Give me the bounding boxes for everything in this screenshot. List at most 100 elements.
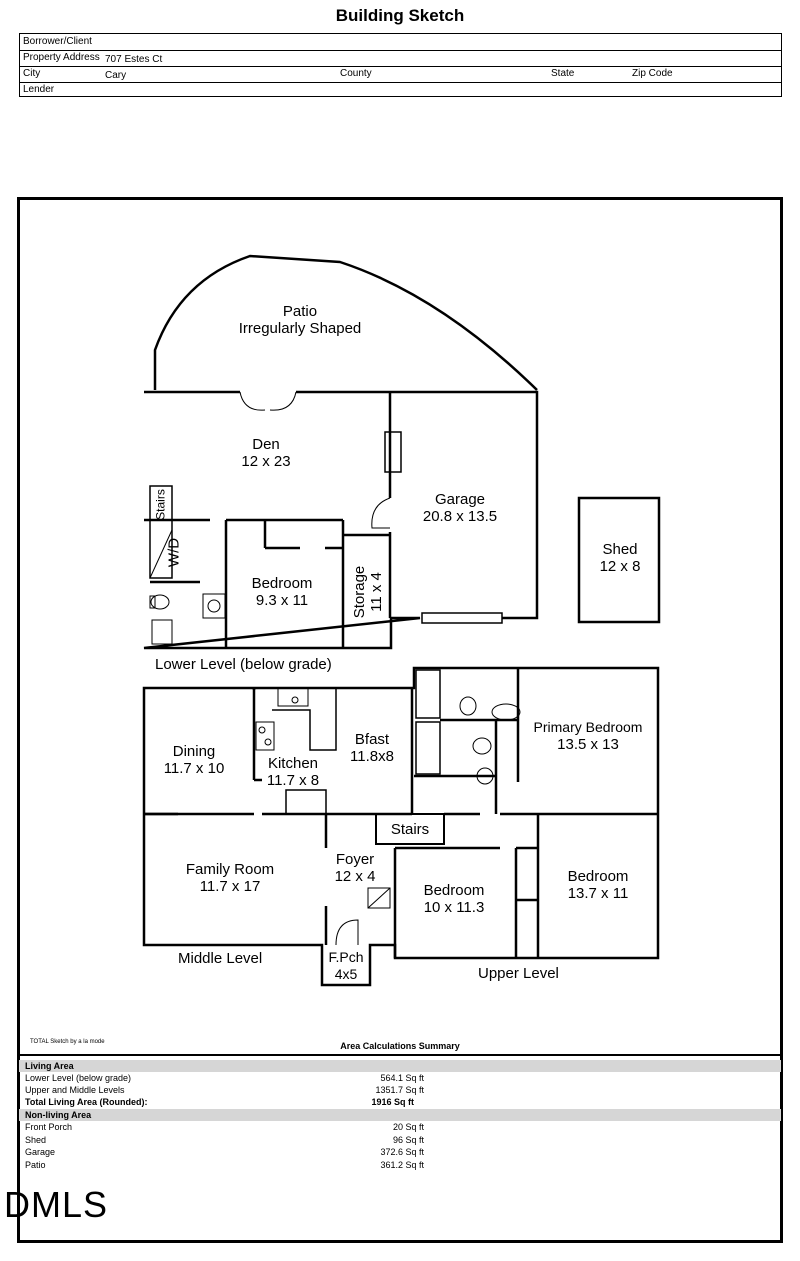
garage-dim: 20.8 x 13.5 bbox=[422, 508, 498, 525]
nonliving-heading: Non-living Area bbox=[25, 1110, 92, 1120]
patio-area-label: Patio bbox=[25, 1160, 46, 1170]
summary-row: Shed 96 Sq ft bbox=[19, 1134, 781, 1146]
den-door-arc bbox=[239, 391, 297, 411]
lower-label: Lower Level (below grade) bbox=[25, 1073, 132, 1083]
fireplace-rect bbox=[384, 431, 402, 473]
header-row-address: Property Address 707 Estes Ct bbox=[20, 50, 781, 67]
sketch-frame bbox=[17, 197, 783, 1243]
footer-note: TOTAL Sketch by a la mode bbox=[30, 1039, 105, 1045]
header-table: Borrower/Client Property Address 707 Est… bbox=[19, 33, 782, 97]
bedroom-mid-label: Bedroom 10 x 11.3 bbox=[402, 882, 506, 916]
foyer-dim: 12 x 4 bbox=[334, 868, 376, 885]
summary-row: Front Porch 20 Sq ft bbox=[19, 1121, 781, 1133]
bedroom-right-label: Bedroom 13.7 x 11 bbox=[546, 868, 650, 902]
garage-label: Garage 20.8 x 13.5 bbox=[405, 491, 515, 525]
garage-area-label: Garage bbox=[25, 1147, 56, 1157]
page-title: Building Sketch bbox=[335, 6, 465, 25]
state-label: State bbox=[551, 68, 575, 79]
city-label: City bbox=[23, 68, 41, 79]
kitchen-dim: 11.7 x 8 bbox=[266, 772, 320, 789]
dmls-watermark-logo: DMLS bbox=[4, 1184, 109, 1225]
header-row-borrower: Borrower/Client bbox=[20, 34, 781, 51]
den-label: Den 12 x 23 bbox=[216, 436, 316, 470]
patio-name: Patio bbox=[282, 303, 318, 320]
family-room-dim: 11.7 x 17 bbox=[199, 878, 261, 895]
bfast-dim: 11.8x8 bbox=[350, 748, 394, 765]
garage-door-rect bbox=[421, 612, 503, 624]
porch-name: F.Pch bbox=[328, 949, 364, 965]
primary-bedroom-dim: 13.5 x 13 bbox=[557, 736, 619, 753]
lower-level-wall bbox=[143, 390, 539, 650]
total-label: Total Living Area (Rounded): bbox=[25, 1097, 148, 1107]
stairs-lower-label: Stairs bbox=[153, 489, 168, 520]
county-label: County bbox=[340, 68, 372, 79]
garage-name: Garage bbox=[434, 491, 486, 508]
bedroom-right-dim: 13.7 x 11 bbox=[567, 885, 629, 902]
shed-dim: 12 x 8 bbox=[599, 558, 641, 575]
nonliving-heading-row: Non-living Area bbox=[19, 1109, 781, 1121]
stairs-upper-label: Stairs bbox=[390, 821, 430, 838]
foyer-name: Foyer bbox=[335, 851, 375, 868]
upper-level-label: Upper Level bbox=[478, 965, 559, 982]
family-room-name: Family Room bbox=[185, 861, 275, 878]
patio-area-value: 361.2 Sq ft bbox=[380, 1160, 424, 1170]
porch-area-label: Front Porch bbox=[25, 1122, 73, 1132]
middle-level-label: Middle Level bbox=[178, 950, 263, 967]
lender-label: Lender bbox=[23, 84, 55, 95]
bedroom-mid-name: Bedroom bbox=[423, 882, 485, 899]
upper-label: Upper and Middle Levels bbox=[25, 1085, 125, 1095]
lower-value: 564.1 Sq ft bbox=[380, 1073, 424, 1083]
wd-label: W/D bbox=[165, 537, 183, 568]
family-room-label: Family Room 11.7 x 17 bbox=[170, 861, 290, 895]
den-name: Den bbox=[252, 436, 280, 453]
living-heading-row: Living Area bbox=[19, 1060, 781, 1072]
kitchen-name: Kitchen bbox=[267, 755, 319, 772]
patio-outline bbox=[153, 254, 538, 391]
living-heading: Living Area bbox=[25, 1061, 74, 1071]
shed-label: Shed 12 x 8 bbox=[580, 541, 660, 575]
stairs-upper-box bbox=[375, 813, 445, 845]
header-row-lender: Lender bbox=[20, 82, 781, 98]
area-summary: Living Area Lower Level (below grade) 56… bbox=[19, 1054, 781, 1242]
shed-rect bbox=[577, 496, 661, 624]
bedroom-mid-dim: 10 x 11.3 bbox=[423, 899, 485, 916]
bedroom-lower-dim: 9.3 x 11 bbox=[255, 592, 309, 609]
header-row-city: City Cary County State Zip Code bbox=[20, 66, 781, 83]
total-value: 1916 Sq ft bbox=[371, 1097, 414, 1107]
shed-area-value: 96 Sq ft bbox=[392, 1135, 424, 1145]
upper-value: 1351.7 Sq ft bbox=[375, 1085, 424, 1095]
den-dim: 12 x 23 bbox=[241, 453, 291, 470]
address-value: 707 Estes Ct bbox=[105, 54, 163, 65]
shed-name: Shed bbox=[602, 541, 638, 558]
shed-area-label: Shed bbox=[25, 1135, 47, 1145]
bedroom-lower-name: Bedroom bbox=[251, 575, 313, 592]
dining-dim: 11.7 x 10 bbox=[163, 760, 225, 777]
foyer-label: Foyer 12 x 4 bbox=[318, 851, 392, 885]
dining-name: Dining bbox=[172, 743, 216, 760]
bfast-label: Bfast 11.8x8 bbox=[332, 731, 412, 765]
patio-label: Patio Irregularly Shaped bbox=[200, 303, 400, 337]
porch-label: F.Pch 4x5 bbox=[322, 949, 370, 983]
summary-row: Total Living Area (Rounded): 1916 Sq ft bbox=[19, 1096, 781, 1108]
primary-bedroom-name: Primary Bedroom bbox=[533, 719, 643, 735]
dining-label: Dining 11.7 x 10 bbox=[144, 743, 244, 777]
kitchen-label: Kitchen 11.7 x 8 bbox=[243, 755, 343, 789]
summary-row: Patio 361.2 Sq ft bbox=[19, 1159, 781, 1171]
storage-dim: 11 x 4 bbox=[368, 572, 385, 612]
bfast-name: Bfast bbox=[354, 731, 390, 748]
garage-area-value: 372.6 Sq ft bbox=[380, 1147, 424, 1157]
lower-level-label: Lower Level (below grade) bbox=[155, 656, 332, 673]
summary-row: Lower Level (below grade) 564.1 Sq ft bbox=[19, 1072, 781, 1084]
primary-bedroom-label: Primary Bedroom 13.5 x 13 bbox=[520, 719, 656, 753]
porch-dim: 4x5 bbox=[334, 966, 358, 982]
porch-area-value: 20 Sq ft bbox=[392, 1122, 424, 1132]
patio-desc: Irregularly Shaped bbox=[238, 320, 362, 337]
zip-label: Zip Code bbox=[632, 68, 673, 79]
summary-row: Garage 372.6 Sq ft bbox=[19, 1146, 781, 1158]
borrower-label: Borrower/Client bbox=[23, 36, 92, 47]
address-label: Property Address bbox=[23, 52, 100, 63]
bedroom-right-name: Bedroom bbox=[567, 868, 629, 885]
storage-name: Storage bbox=[351, 565, 368, 619]
storage-label: Storage 11 x 4 bbox=[351, 542, 385, 642]
